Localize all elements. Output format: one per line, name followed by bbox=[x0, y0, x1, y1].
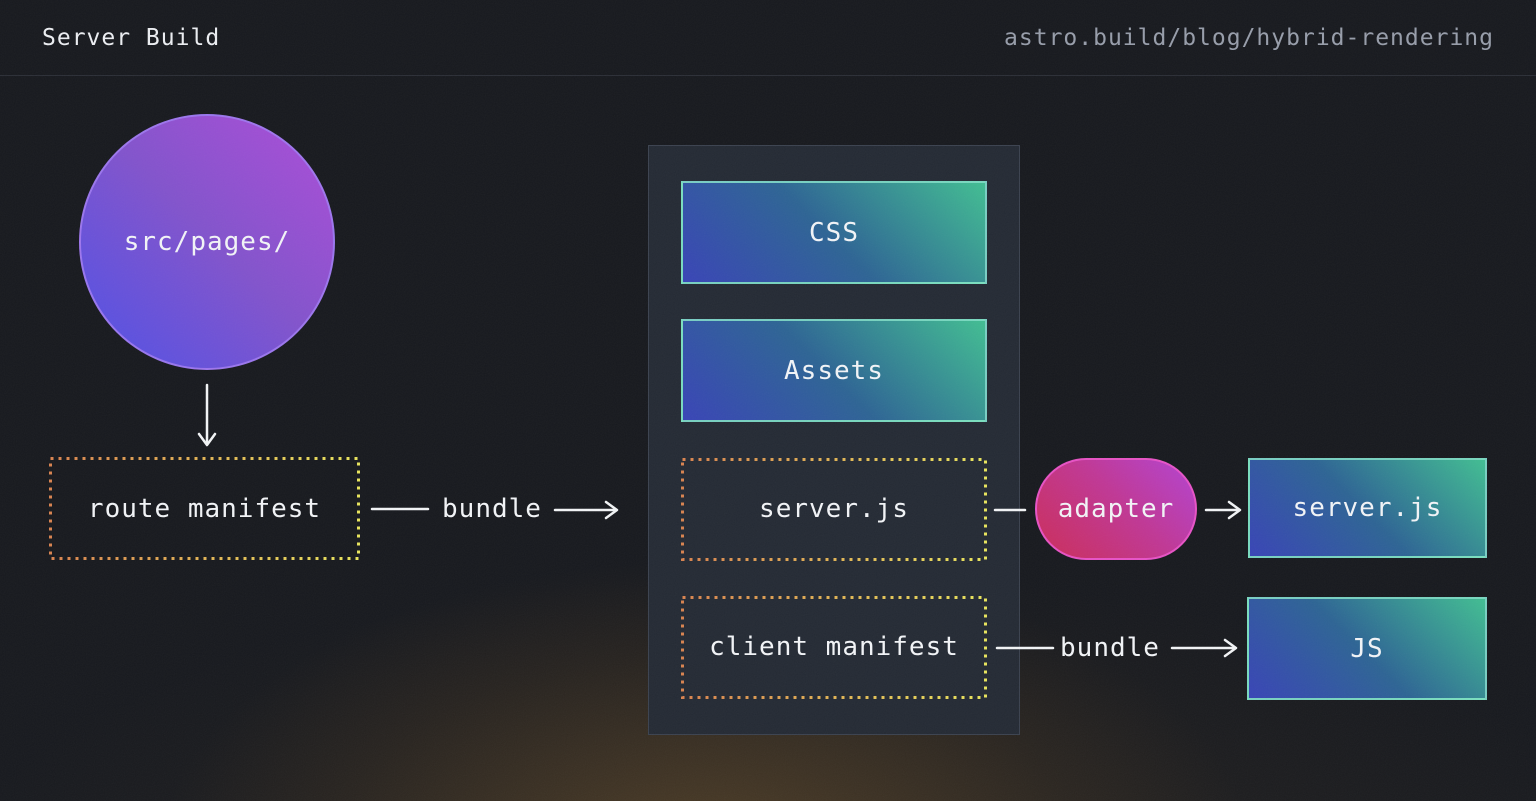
node-adapter-label: adapter bbox=[1057, 494, 1175, 524]
edge-server-adapter-dash bbox=[993, 508, 1027, 512]
node-src-pages-label: src/pages/ bbox=[123, 227, 291, 257]
node-js-output-label: JS bbox=[1350, 633, 1384, 664]
arrow-right-icon bbox=[1170, 638, 1238, 658]
node-adapter: adapter bbox=[1035, 458, 1197, 560]
node-js-output: JS bbox=[1247, 597, 1487, 700]
node-route-manifest: route manifest bbox=[49, 457, 360, 560]
edge-route-bundle-dash bbox=[370, 507, 430, 511]
arrow-right-icon bbox=[1204, 500, 1242, 520]
arrow-down-icon bbox=[197, 383, 217, 447]
node-src-pages: src/pages/ bbox=[79, 114, 335, 370]
node-server-js: server.js bbox=[681, 457, 987, 561]
edge-client-bundle-dash bbox=[995, 646, 1055, 650]
node-assets-label: Assets bbox=[784, 355, 884, 386]
edge-label-bundle-client: bundle bbox=[1060, 633, 1160, 663]
node-route-manifest-label: route manifest bbox=[87, 493, 322, 524]
node-server-js-output-label: server.js bbox=[1292, 493, 1443, 523]
node-assets: Assets bbox=[681, 319, 987, 423]
node-client-manifest-label: client manifest bbox=[709, 632, 959, 663]
edge-label-bundle-route: bundle bbox=[442, 494, 542, 524]
page-url: astro.build/blog/hybrid-rendering bbox=[1004, 24, 1494, 51]
arrow-right-icon bbox=[553, 500, 619, 520]
node-css: CSS bbox=[681, 181, 987, 284]
node-client-manifest: client manifest bbox=[681, 595, 987, 699]
node-css-label: CSS bbox=[809, 217, 859, 248]
node-server-js-output: server.js bbox=[1248, 458, 1487, 558]
server-output-group: CSS Assets server.js bbox=[648, 145, 1020, 735]
page-title: Server Build bbox=[42, 24, 221, 51]
topbar: Server Build astro.build/blog/hybrid-ren… bbox=[0, 0, 1536, 76]
node-server-js-label: server.js bbox=[759, 494, 909, 525]
